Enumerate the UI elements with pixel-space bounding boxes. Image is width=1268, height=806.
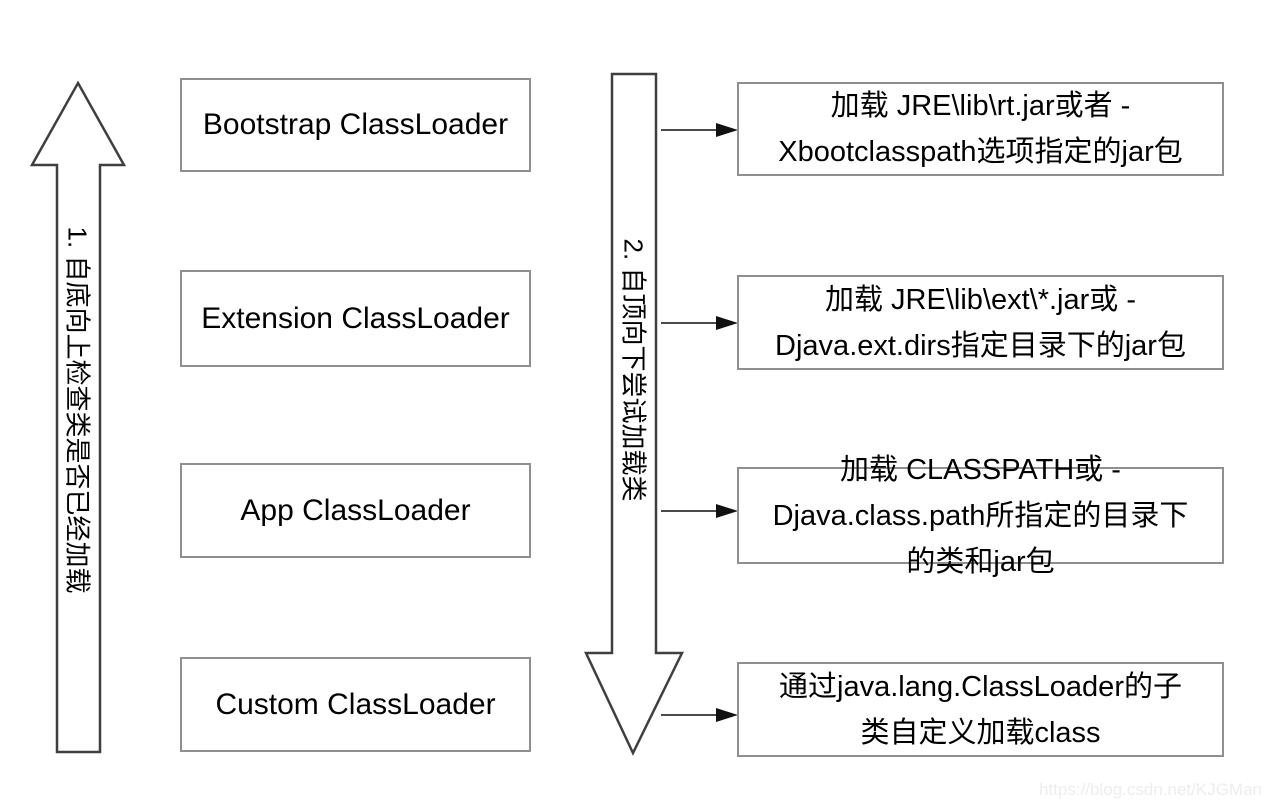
box-label: Extension ClassLoader (201, 301, 510, 335)
up-arrow-label: 1. 自底向上检查类是否已经加载 (62, 226, 93, 594)
box-label: App ClassLoader (240, 493, 471, 527)
box-label: Custom ClassLoader (215, 687, 496, 721)
desc-line: 加载 CLASSPATH或 - (840, 453, 1121, 486)
desc-custom-classloader: 通过java.lang.ClassLoader的子 类自定义加载class (737, 662, 1224, 757)
connector-arrow-1 (661, 123, 738, 137)
down-arrow-shape (584, 72, 685, 756)
down-arrow-label: 2. 自顶向下尝试加载类 (618, 238, 649, 502)
desc-line: 的类和jar包 (906, 545, 1055, 578)
desc-line: 加载 JRE\lib\rt.jar或者 - (830, 90, 1131, 122)
up-arrow-shape (29, 80, 127, 754)
desc-line: 通过java.lang.ClassLoader的子 (779, 670, 1182, 703)
desc-bootstrap-classloader: 加载 JRE\lib\rt.jar或者 - Xbootclasspath选项指定… (737, 82, 1224, 176)
desc-line: Xbootclasspath选项指定的jar包 (778, 136, 1183, 168)
desc-line: Djava.ext.dirs指定目录下的jar包 (775, 329, 1186, 362)
box-app-classloader: App ClassLoader (180, 463, 531, 558)
connector-arrow-4 (661, 708, 738, 722)
desc-app-classloader: 加载 CLASSPATH或 - Djava.class.path所指定的目录下 … (737, 454, 1224, 578)
box-bootstrap-classloader: Bootstrap ClassLoader (180, 78, 531, 172)
box-label: Bootstrap ClassLoader (202, 108, 509, 141)
connector-arrow-2 (661, 316, 738, 330)
desc-extension-classloader: 加载 JRE\lib\ext\*.jar或 - Djava.ext.dirs指定… (737, 275, 1224, 370)
box-extension-classloader: Extension ClassLoader (180, 270, 531, 367)
desc-line: Djava.class.path所指定的目录下 (772, 499, 1189, 532)
connector-arrow-3 (661, 504, 738, 518)
desc-line: 加载 JRE\lib\ext\*.jar或 - (825, 283, 1136, 316)
box-custom-classloader: Custom ClassLoader (180, 657, 531, 752)
watermark-url: https://blog.csdn.net/KJGMan (1038, 780, 1262, 799)
desc-line: 类自定义加载class (860, 716, 1101, 749)
